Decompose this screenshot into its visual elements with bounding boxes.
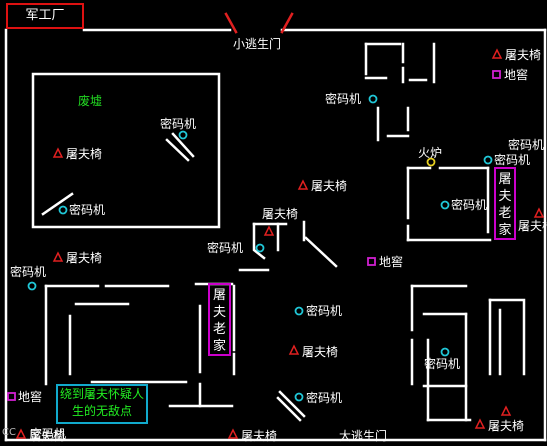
tip-note: 绕到屠夫怀疑人生的无敌点 (56, 384, 148, 424)
chair-label: 屠夫椅 (29, 429, 66, 443)
cipher-label: 密码机 (306, 304, 343, 318)
hunter-home-east: 屠夫老家 (494, 167, 516, 240)
chair-icon (15, 428, 27, 439)
cipher-label: 密码机 (30, 427, 67, 441)
cipher-icon (58, 205, 68, 215)
chair-icon (288, 344, 300, 355)
ruins-inner-3 (41, 192, 74, 216)
chair-icon (263, 225, 275, 236)
chair-icon (297, 179, 309, 190)
cipher-icon (294, 306, 304, 316)
furnace-label: 火炉 (418, 146, 443, 160)
cipher-label: 密码机 (69, 203, 106, 217)
ruins-label: 废墟 (78, 94, 103, 108)
center-wall-1 (252, 222, 266, 260)
chair-icon (227, 428, 239, 439)
cipher-label: 密码机 (451, 198, 488, 212)
ciphers (27, 94, 493, 402)
cipher-label: 密码机 (160, 117, 197, 131)
cipher-label: 密码机 (325, 92, 362, 106)
chair-label: 屠夫椅 (311, 179, 348, 193)
ruins-wall (31, 72, 221, 229)
cellars (7, 70, 501, 401)
small-gate-mark-left (224, 12, 238, 34)
chair-icon (500, 405, 512, 416)
mid-wall-1 (278, 390, 306, 418)
map-title: 军工厂 (6, 3, 84, 29)
chair-label: 屠夫椅 (66, 251, 103, 265)
big-gate-label: 大逃生门 (339, 429, 388, 443)
corner-text: CC (2, 427, 16, 438)
chair-label: 屠夫椅 (505, 48, 542, 62)
chair-label: 屠夫椅 (488, 419, 525, 433)
center-wall-5 (304, 236, 338, 268)
cellar-label: 地窖 (379, 255, 404, 269)
cellar-label: 地窖 (18, 390, 43, 404)
cipher-label: 密码机 (424, 357, 461, 371)
ruins-inner-1 (165, 138, 190, 162)
chair-icon (533, 207, 545, 218)
cipher-icon (368, 94, 378, 104)
cellar-label: 地窖 (504, 68, 529, 82)
ruins-inner-2 (171, 132, 195, 158)
cipher-label: 密码机 (494, 153, 531, 167)
hunter-home-west: 屠夫老家 (208, 283, 231, 356)
cipher-icon (440, 200, 450, 210)
chair-label: 屠夫椅 (66, 147, 103, 161)
small-gate-label: 小逃生门 (233, 37, 282, 51)
cipher-label: 密码机 (508, 138, 545, 152)
chair-icon (52, 147, 64, 158)
cipher-icon (440, 347, 450, 357)
se-wall-9 (488, 298, 526, 376)
cipher-label: 密码机 (306, 391, 343, 405)
chair-label: 屠夫椅 (302, 345, 339, 359)
mid-wall-2 (276, 396, 302, 422)
cellar-icon (492, 70, 501, 79)
cipher-label: 密码机 (207, 241, 244, 255)
chair-icon (52, 251, 64, 262)
chair-label: 屠夫椅 (262, 207, 299, 221)
cipher-icon (255, 243, 265, 253)
walls (4, 12, 547, 442)
chair-label: 屠夫椅 (241, 429, 278, 443)
cellar-icon (367, 257, 376, 266)
cipher-icon (27, 281, 37, 291)
cellar-icon (7, 392, 16, 401)
chair-icon (474, 418, 486, 429)
cipher-label: 密码机 (10, 265, 47, 279)
furnace-icon (426, 157, 436, 167)
small-gate-mark-right (280, 12, 294, 34)
chair-label: 屠夫椅 (518, 219, 547, 233)
cipher-icon (294, 392, 304, 402)
cipher-icon (483, 155, 493, 165)
chair-icon (491, 48, 503, 59)
cipher-icon (178, 130, 188, 140)
chairs (15, 48, 545, 439)
